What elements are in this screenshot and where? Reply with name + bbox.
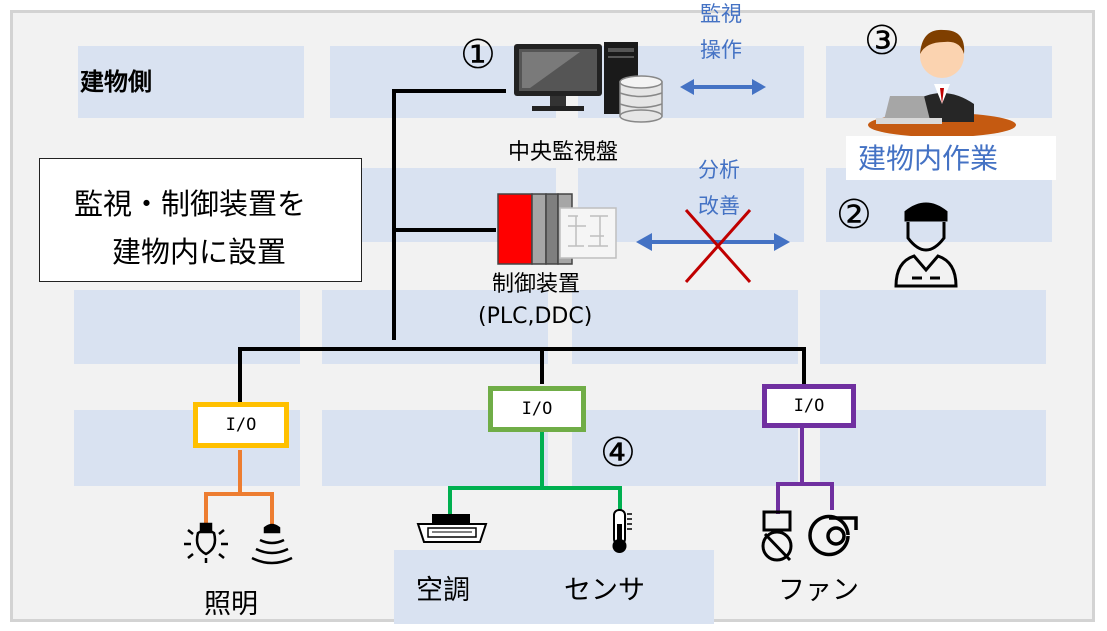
marker-one: ① — [460, 32, 496, 78]
controller-label-line-1: 制御装置 — [492, 272, 581, 297]
thermometer-icon — [612, 509, 632, 553]
bg-tile — [74, 290, 300, 364]
monitor-arrow — [680, 79, 766, 95]
analysis-arrow-label-1: 分析 — [698, 158, 740, 182]
device-label-aircon: 空調 — [416, 575, 470, 606]
bg-tile — [572, 290, 798, 364]
note-line-1: 監視・制御装置を — [74, 187, 307, 221]
device-label-fan: ファン — [778, 575, 859, 606]
controller-label-line-2: (PLC,DDC) — [478, 304, 593, 329]
marker-two: ② — [836, 192, 872, 238]
air-conditioner-icon — [416, 514, 488, 543]
blower-fan-icon — [808, 514, 858, 557]
bg-tile — [78, 46, 304, 118]
io-module-hvac: I/O — [488, 386, 586, 432]
cross-mark — [684, 209, 752, 283]
bg-tile — [826, 168, 1052, 242]
office-worker-icon — [868, 29, 1016, 137]
bg-tile — [820, 410, 1046, 486]
database-icon — [619, 75, 663, 123]
fan-wiring — [776, 426, 834, 514]
technician-icon — [894, 202, 958, 288]
marker-three: ③ — [864, 18, 900, 64]
onsite-work-box — [846, 136, 1056, 180]
device-label-lighting: 照明 — [204, 589, 258, 620]
marker-four: ④ — [600, 430, 636, 476]
bg-tile — [322, 290, 548, 364]
note-line-2: 建物内に設置 — [112, 235, 287, 269]
monitor-arrow-label-2: 操作 — [700, 38, 742, 62]
bg-tile — [820, 290, 1046, 364]
analysis-arrow-label-2: 改善 — [698, 194, 740, 218]
central-monitor-label: 中央監視盤 — [508, 140, 619, 165]
onsite-work-label: 建物内作業 — [858, 142, 999, 175]
motion-sensor-icon — [251, 523, 293, 565]
light-bulb-icon — [184, 522, 228, 563]
hvac-wiring — [448, 432, 622, 516]
note-box: 監視・制御装置を 建物内に設置 — [39, 158, 362, 282]
bg-tile — [572, 410, 798, 486]
lighting-wiring — [204, 450, 274, 526]
plc-controller-icon — [497, 193, 617, 265]
io-module-fan: I/O — [762, 384, 856, 428]
io-module-lighting: I/O — [193, 402, 289, 448]
control-bus — [238, 89, 806, 402]
damper-icon — [761, 510, 793, 562]
side-label: 建物側 — [80, 68, 152, 96]
bg-tile — [394, 550, 714, 624]
monitor-arrow-label-1: 監視 — [700, 2, 742, 26]
device-label-sensor: センサ — [564, 575, 645, 606]
